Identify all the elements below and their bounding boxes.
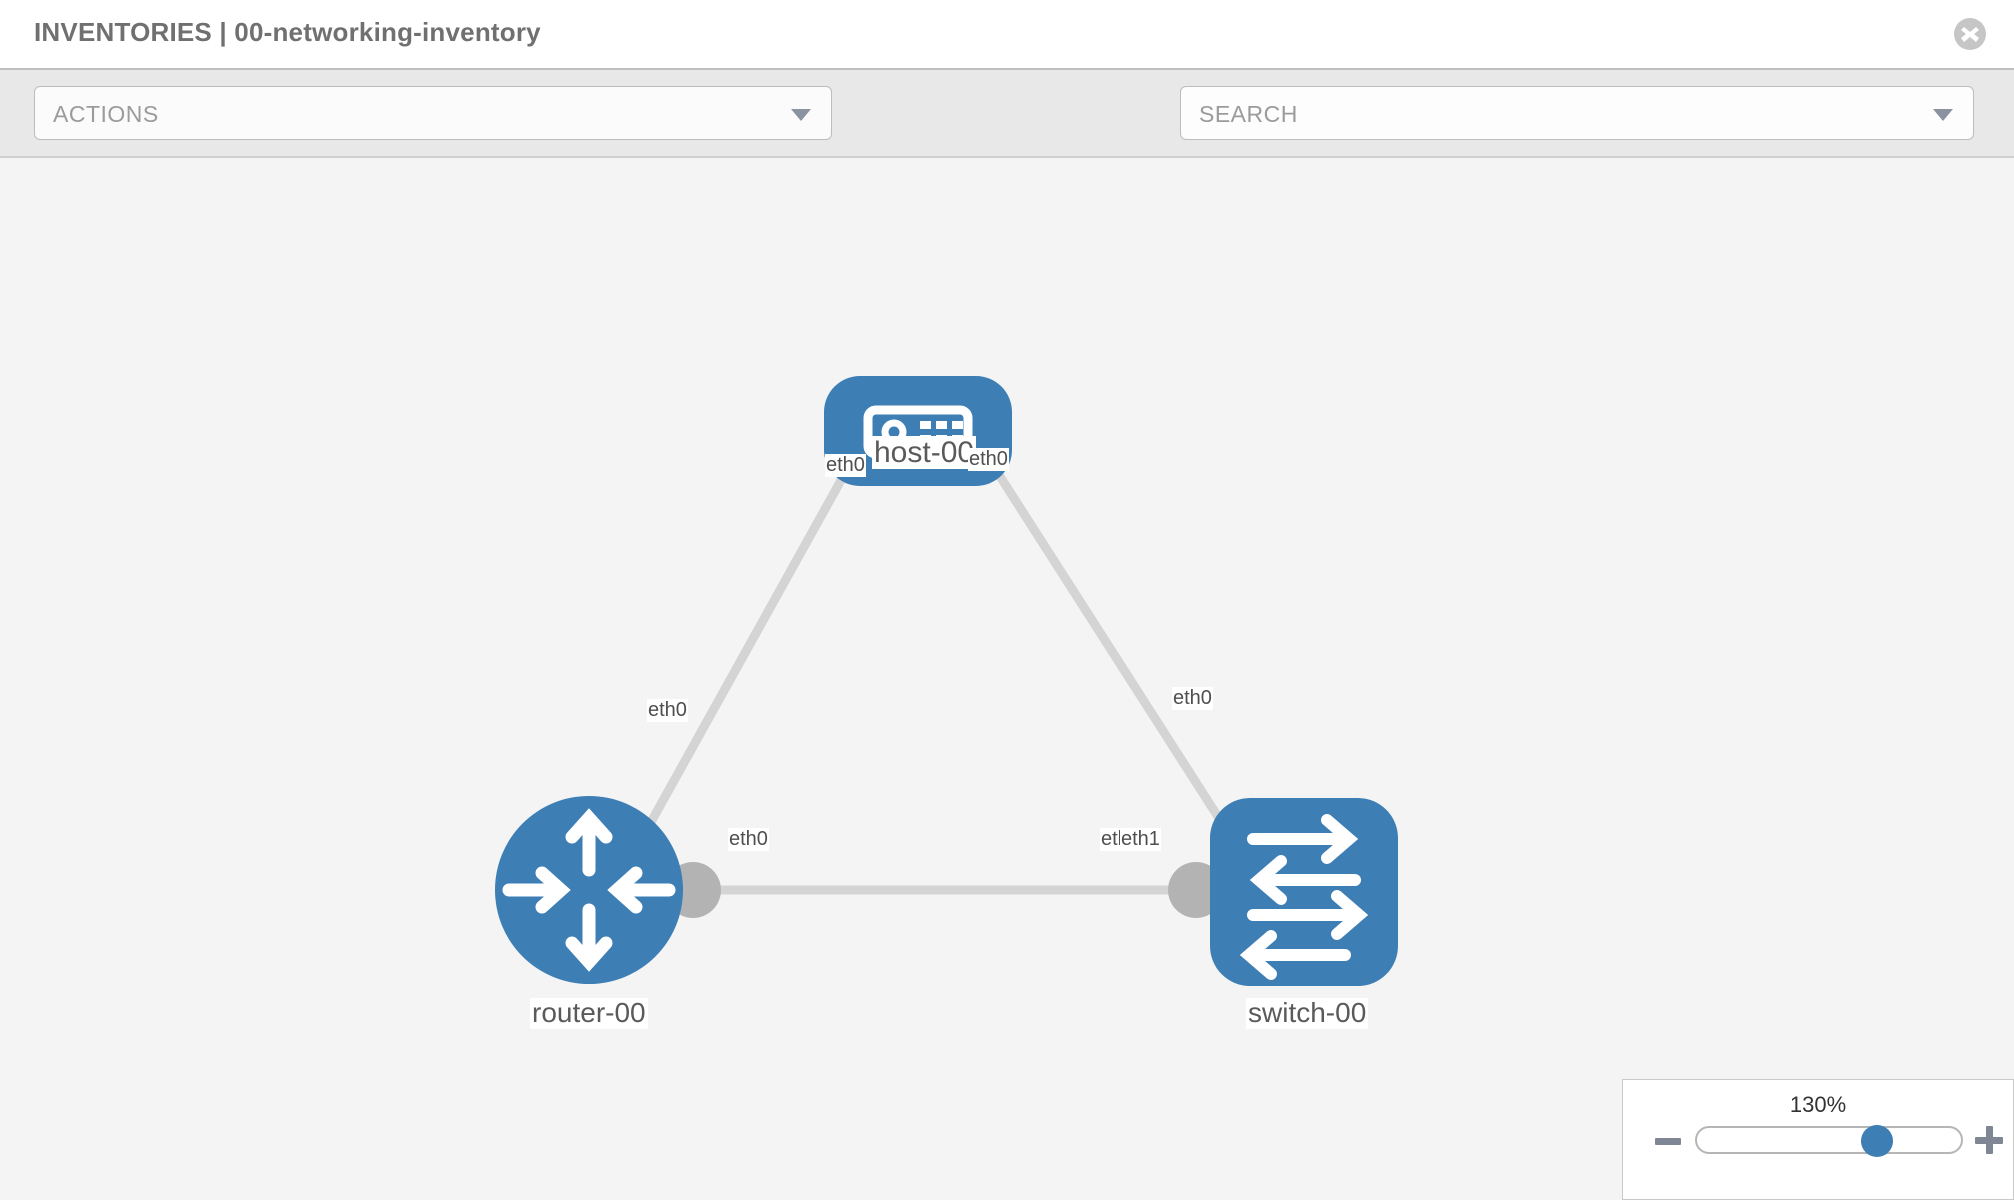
page-title: INVENTORIES | 00-networking-inventory [34,17,541,47]
edge-label-switch-up: eth0 [1172,687,1213,710]
zoom-in-button[interactable] [1975,1126,2003,1154]
toolbar: ACTIONS SEARCH [0,68,2014,207]
node-label-switch-00: switch-00 [1246,997,1369,1029]
topology-graph [495,376,1398,986]
search-placeholder: SEARCH [1199,101,1298,127]
chevron-down-icon [791,109,811,121]
actions-dropdown-label: ACTIONS [53,101,159,127]
actions-dropdown[interactable]: ACTIONS [34,86,832,140]
edge-label-router-up: eth0 [647,699,688,722]
switch-arrows-icon [1239,814,1369,980]
router-arrows-icon [502,808,676,972]
edge-label-router-right: eth0 [728,828,769,851]
node-router-00[interactable] [495,796,683,984]
node-label-router-00: router-00 [530,997,648,1029]
chevron-down-icon [1933,109,1953,121]
topology-canvas[interactable]: host-00 router-00 switch-00 eth0 eth0 et… [0,158,2014,1200]
zoom-slider-thumb[interactable] [1861,1125,1893,1157]
zoom-level-value: 130% [1789,1092,1847,1117]
window-header: INVENTORIES | 00-networking-inventory [0,0,2014,68]
zoom-control-panel: 130% [1622,1079,2014,1200]
node-label-host-00: host-00 [872,436,977,469]
edge-label-host-left: eth0 [825,454,866,477]
zoom-out-button[interactable] [1655,1138,1681,1145]
search-input[interactable]: SEARCH [1180,86,1974,140]
node-switch-00[interactable] [1210,798,1398,986]
zoom-slider-track[interactable] [1695,1126,1963,1154]
edge-label-switch-left: eth1 [1120,828,1161,851]
close-icon[interactable] [1954,18,1986,50]
edge-label-host-right: eth0 [968,448,1009,471]
edge-host-switch[interactable] [949,400,1242,851]
